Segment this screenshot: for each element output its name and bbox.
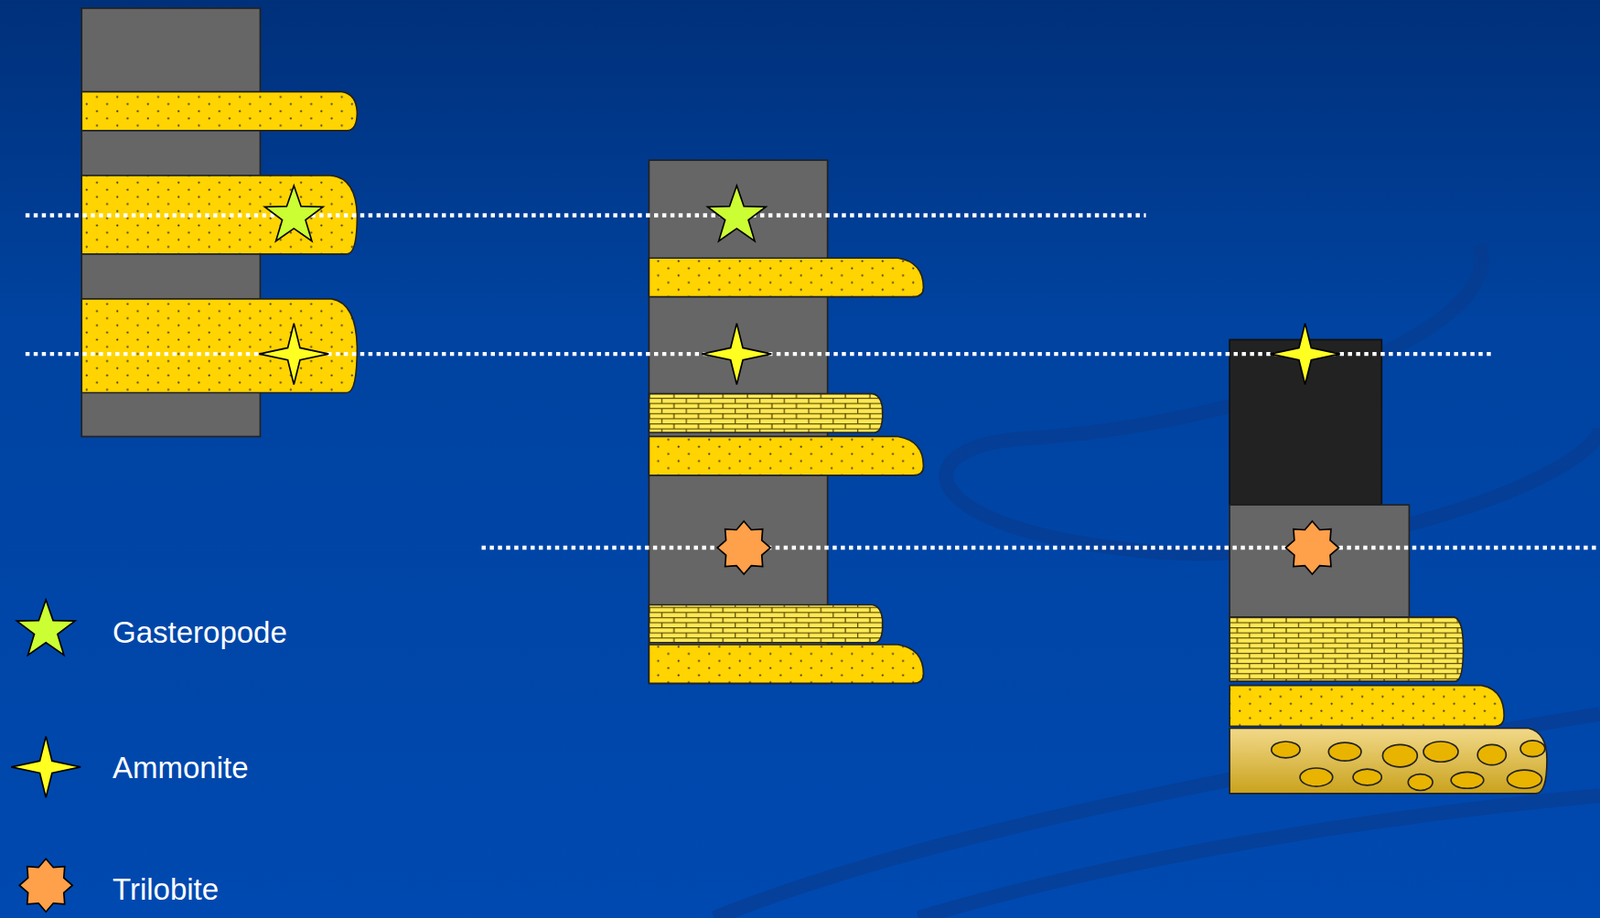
legend-label: Gasteropode	[112, 615, 288, 651]
legend-label: Trilobite	[112, 872, 219, 908]
legend-entry: Gasteropode	[112, 615, 288, 651]
legend-entry: Ammonite	[112, 751, 249, 786]
legend-label: Ammonite	[112, 751, 249, 786]
legend-entry: Trilobite	[112, 872, 219, 908]
